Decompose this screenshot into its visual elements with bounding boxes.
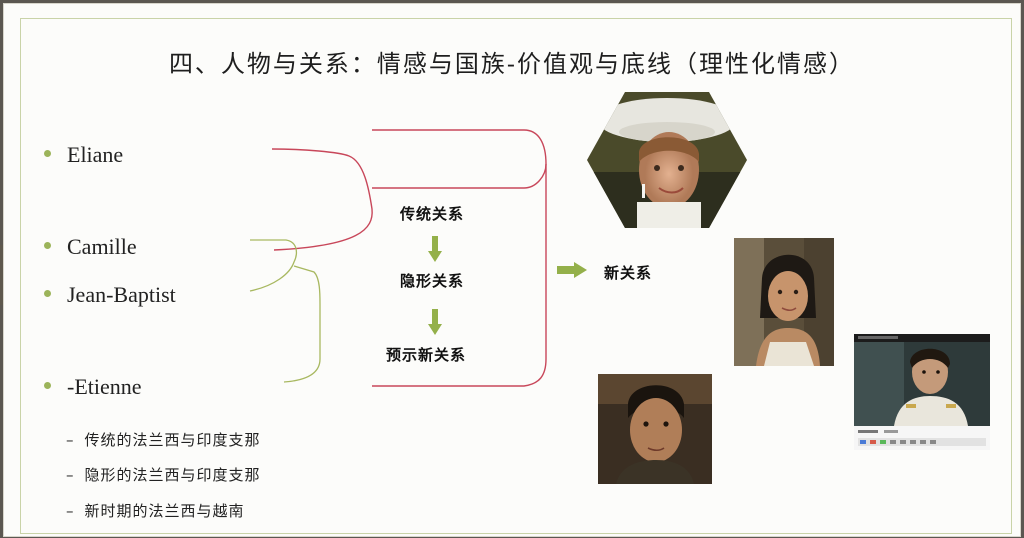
bracket-lines (249, 129, 547, 387)
slide-title: 四、人物与关系：情感与国族-价值观与底线（理性化情感） (168, 50, 856, 78)
sub-item-label: 新时期的法兰西与越南 (84, 502, 245, 520)
sub-item-new-era: –新时期的法兰西与越南 (66, 500, 245, 521)
arrow-down-icon (428, 309, 442, 335)
red-bracket-outer (372, 129, 547, 387)
bullet-dot (44, 242, 51, 250)
flow-foreshadow: 预示新关系 (386, 346, 467, 364)
red-bracket-mid (372, 163, 547, 189)
photo-camille (734, 238, 834, 366)
slide-frame (20, 18, 1012, 534)
flow-new: 新关系 (604, 264, 653, 282)
bullet-camille: Camille (44, 234, 137, 260)
arrow-right-icon (557, 262, 587, 278)
bullet-label: Camille (67, 234, 137, 259)
arrow-down-icon (428, 236, 442, 262)
flow-hidden: 隐形关系 (400, 272, 465, 290)
bullet-dot (44, 290, 51, 298)
bullet-label: Jean-Baptist (67, 282, 176, 307)
sub-item-label: 传统的法兰西与印度支那 (84, 431, 261, 449)
dash-marker: – (66, 431, 75, 449)
slide: 四、人物与关系：情感与国族-价值观与底线（理性化情感） Eliane Camil… (3, 3, 1021, 537)
dash-marker: – (66, 466, 75, 484)
bullet-etienne: -Etienne (44, 374, 142, 400)
bullet-label: -Etienne (67, 374, 142, 399)
green-bracket-camille (249, 239, 298, 292)
bullet-dot (44, 382, 51, 390)
green-bracket-etienne (283, 265, 321, 383)
bullet-dot (44, 150, 51, 158)
photo-jean-baptist (598, 374, 712, 484)
sub-item-label: 隐形的法兰西与印度支那 (84, 466, 261, 484)
bullet-eliane: Eliane (44, 142, 123, 168)
sub-item-hidden: –隐形的法兰西与印度支那 (66, 464, 261, 485)
photo-etienne-video (854, 334, 990, 450)
photo-eliane-hexagon (587, 92, 747, 228)
dash-marker: – (66, 502, 75, 520)
flow-traditional: 传统关系 (400, 205, 465, 223)
bullet-label: Eliane (67, 142, 124, 167)
red-bracket-eliane (271, 148, 373, 251)
bullet-jean-baptist: Jean-Baptist (44, 282, 176, 308)
sub-item-traditional: –传统的法兰西与印度支那 (66, 429, 261, 450)
